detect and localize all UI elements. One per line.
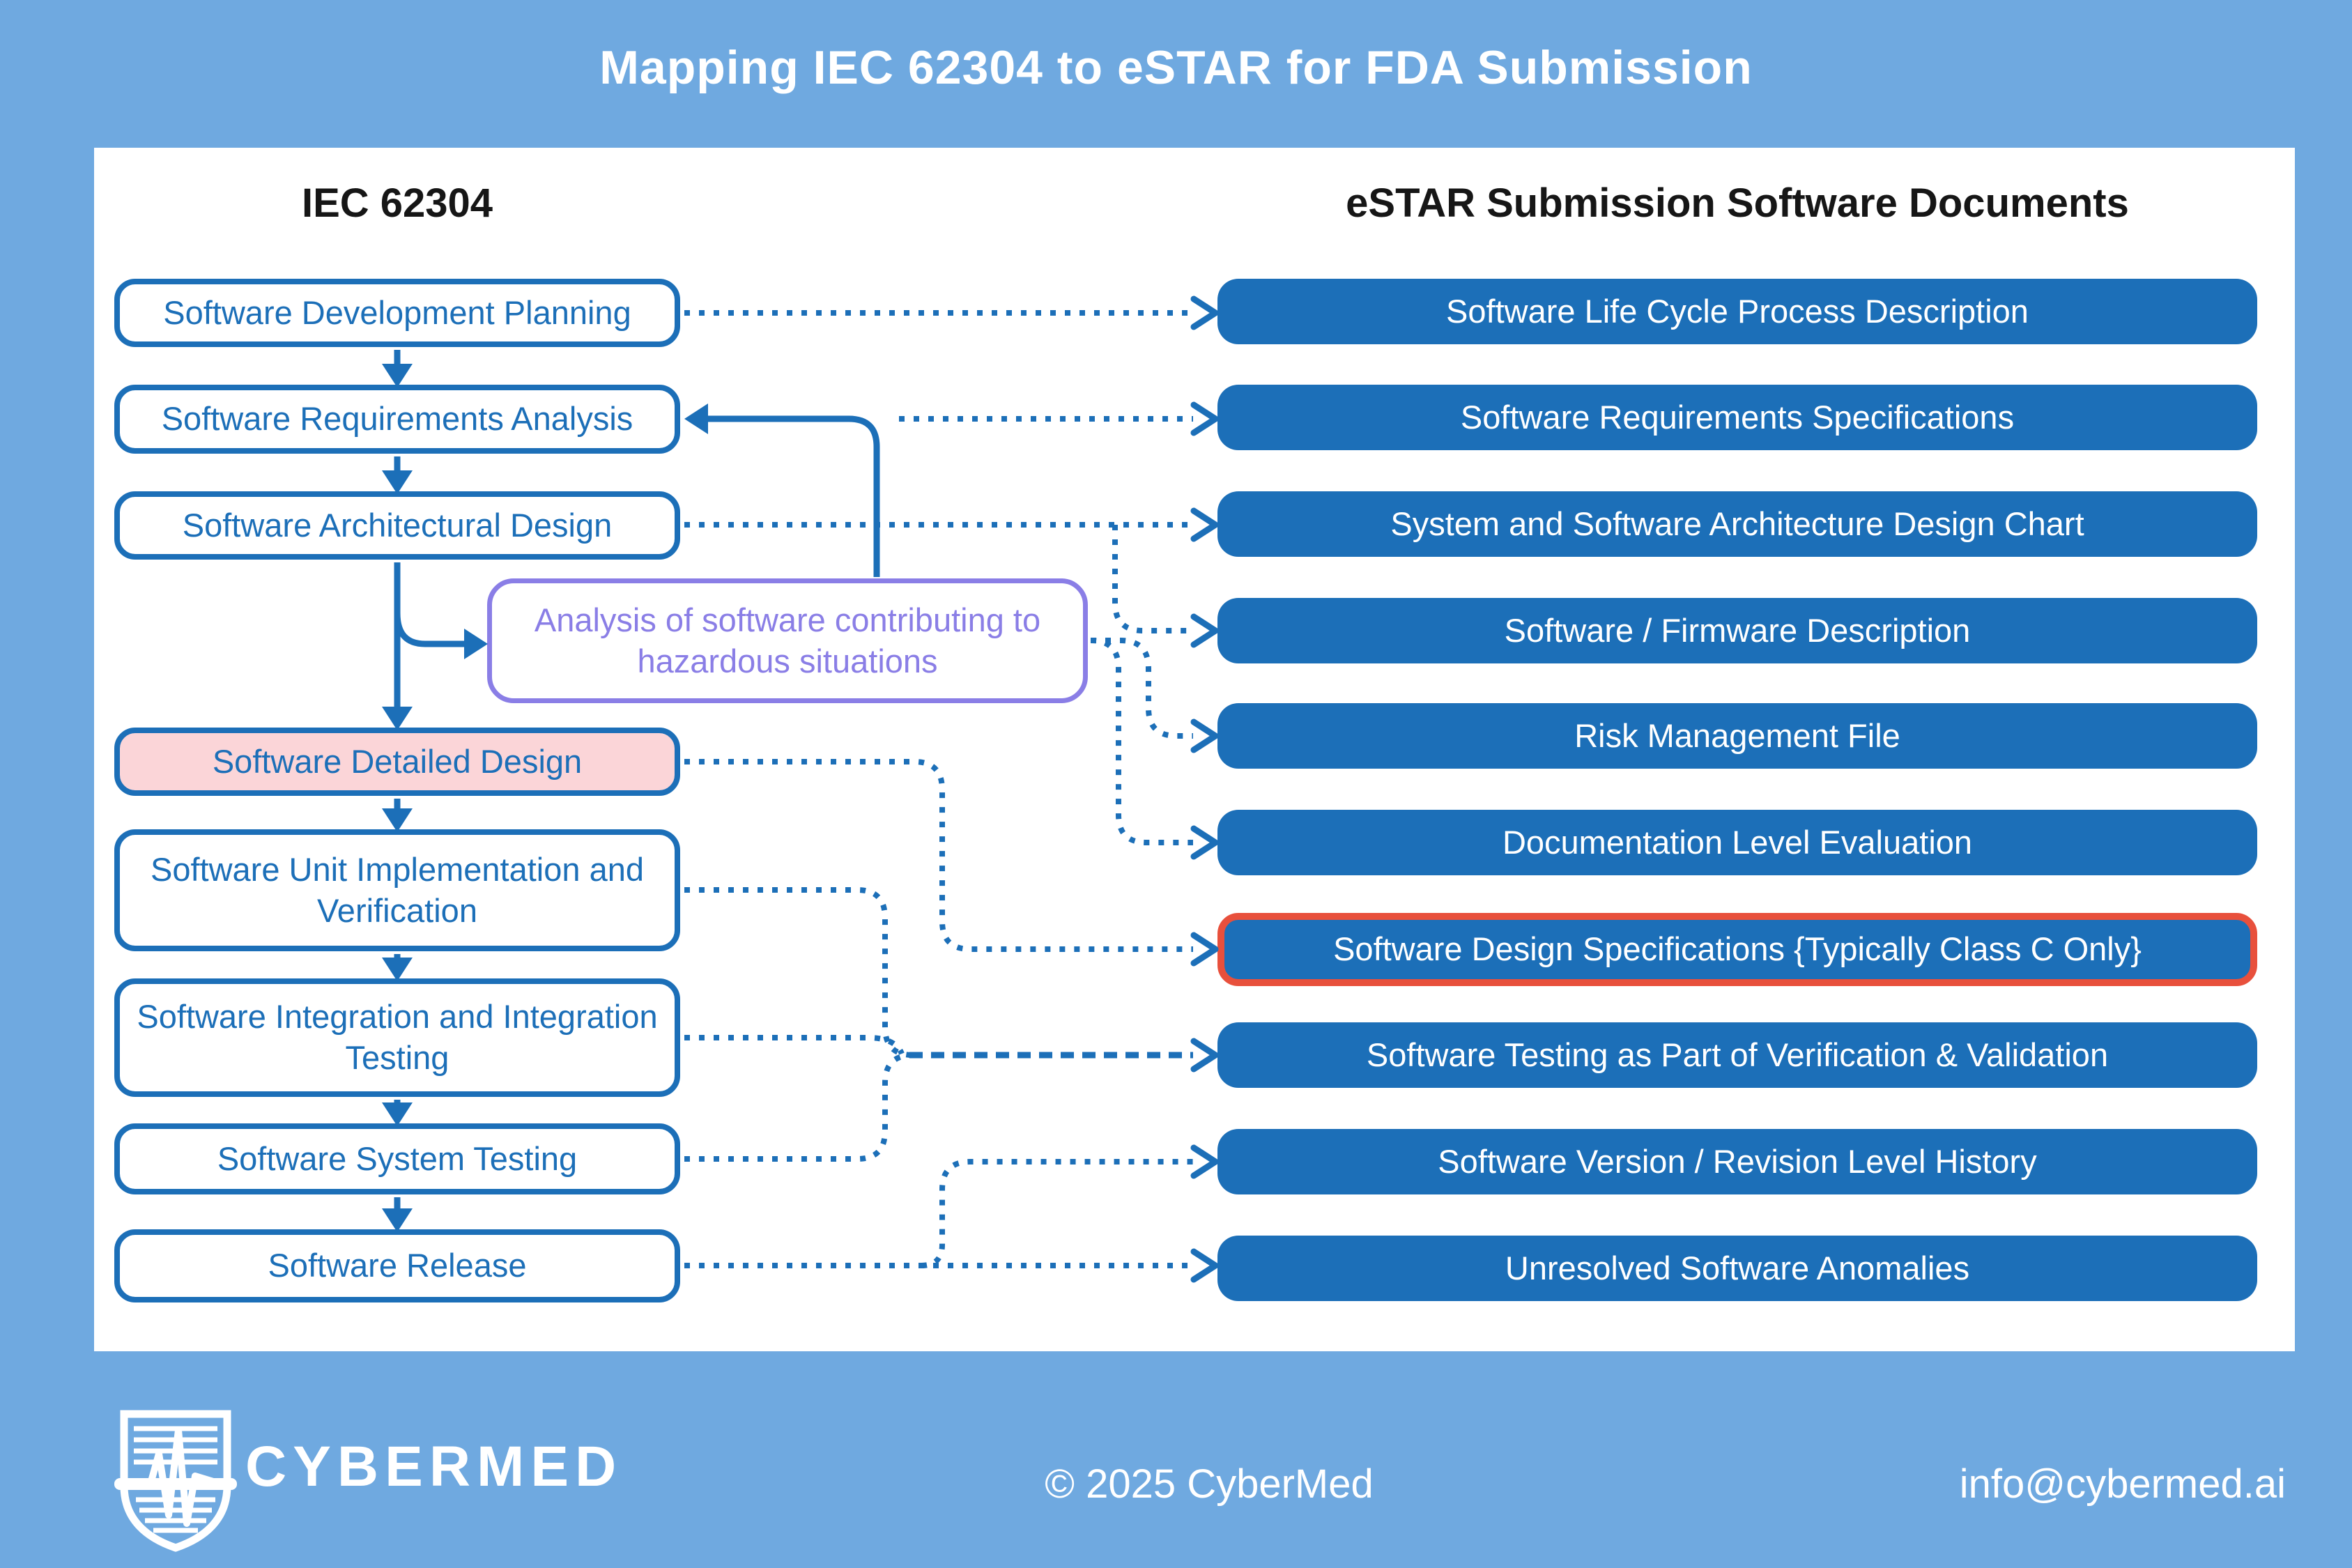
estar-box-design-specifications: Software Design Specifications {Typicall…: [1217, 913, 2257, 986]
copyright-text: © 2025 CyberMed: [1045, 1461, 1374, 1507]
estar-box-risk-management: Risk Management File: [1217, 703, 2257, 769]
iec-box-unit-implementation: Software Unit Implementation and Verific…: [114, 829, 680, 951]
estar-box-firmware-description: Software / Firmware Description: [1217, 598, 2257, 663]
estar-box-unresolved-anomalies: Unresolved Software Anomalies: [1217, 1236, 2257, 1301]
contact-email: info@cybermed.ai: [1959, 1461, 2286, 1507]
estar-box-documentation-level: Documentation Level Evaluation: [1217, 810, 2257, 875]
estar-box-requirements-specs: Software Requirements Specifications: [1217, 385, 2257, 450]
iec-box-software-release: Software Release: [114, 1229, 680, 1302]
iec-box-detailed-design: Software Detailed Design: [114, 728, 680, 796]
iec-box-system-testing: Software System Testing: [114, 1123, 680, 1194]
estar-box-version-history: Software Version / Revision Level Histor…: [1217, 1129, 2257, 1194]
iec-box-architectural-design: Software Architectural Design: [114, 491, 680, 560]
cybermed-shield-logo: [114, 1410, 237, 1552]
column-header-estar: eSTAR Submission Software Documents: [1346, 180, 2129, 226]
estar-box-testing-vv: Software Testing as Part of Verification…: [1217, 1022, 2257, 1088]
page-title: Mapping IEC 62304 to eSTAR for FDA Submi…: [599, 41, 1753, 94]
iec-box-hazard-analysis: Analysis of software contributing to haz…: [487, 578, 1088, 703]
brand-wordmark: CYBERMED: [245, 1435, 623, 1498]
estar-box-lifecycle-description: Software Life Cycle Process Description: [1217, 279, 2257, 344]
iec-box-requirements-analysis: Software Requirements Analysis: [114, 385, 680, 454]
iec-box-development-planning: Software Development Planning: [114, 279, 680, 347]
iec-box-integration-testing: Software Integration and Integration Tes…: [114, 978, 680, 1097]
column-header-iec: IEC 62304: [301, 180, 493, 226]
estar-box-architecture-chart: System and Software Architecture Design …: [1217, 491, 2257, 557]
